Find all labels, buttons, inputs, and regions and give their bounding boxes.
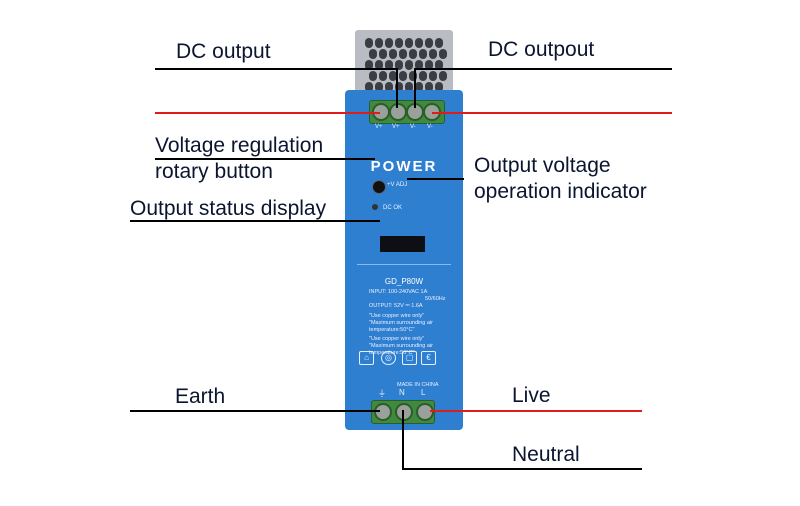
vent-slot	[405, 82, 413, 92]
live-line	[430, 410, 642, 412]
vent-slot	[435, 38, 443, 48]
house-icon: ⌂	[359, 351, 374, 365]
status-display-line	[130, 220, 380, 222]
vent-slot	[379, 71, 387, 81]
input-freq: 50/60Hz	[425, 296, 446, 302]
right-red-line	[432, 112, 672, 114]
vent-slot	[399, 49, 407, 59]
vent-slot	[395, 60, 403, 70]
output-spec: OUTPUT: 52V ⎓ 1.6A	[369, 303, 423, 309]
vent-slot	[415, 82, 423, 92]
device-body	[345, 90, 463, 430]
vent-slot	[365, 38, 373, 48]
vent-slot	[399, 71, 407, 81]
made-in-label: MADE IN CHINA	[397, 382, 439, 388]
voltage-regulation-line	[155, 158, 375, 160]
vent-slot	[369, 49, 377, 59]
vent-slot	[385, 38, 393, 48]
vent-slot	[425, 38, 433, 48]
note-line: "Maximum surrounding air	[369, 343, 434, 349]
vent-slot	[365, 82, 373, 92]
dc-output-right-drop	[414, 68, 416, 108]
vent-slot	[395, 82, 403, 92]
dc-output-right-line	[414, 68, 672, 70]
terminal-screw	[395, 403, 413, 421]
note-line: "Use copper wire only"	[369, 336, 425, 342]
neutral-terminal-label: N	[399, 388, 405, 397]
terminal-screw	[416, 403, 434, 421]
terminal-screw	[374, 403, 392, 421]
vent-slot	[419, 71, 427, 81]
neutral-label: Neutral	[512, 443, 580, 466]
vent-slot	[375, 60, 383, 70]
vent-slot	[415, 38, 423, 48]
voltage-regulation-label-2: rotary button	[155, 160, 273, 183]
vent-slot	[425, 60, 433, 70]
vent-slot	[369, 71, 377, 81]
left-red-line	[155, 112, 380, 114]
note-line: "Maximum surrounding air	[369, 320, 434, 326]
vent-slot	[415, 60, 423, 70]
dc-output-left-line	[155, 68, 398, 70]
vent-slot	[389, 71, 397, 81]
dc-ok-led	[372, 204, 378, 210]
earth-label: Earth	[175, 385, 226, 408]
dc-output-left-drop	[396, 68, 398, 108]
terminal-screw	[389, 103, 407, 121]
vent-slot	[435, 82, 443, 92]
vent-slot	[419, 49, 427, 59]
brand-label: POWER	[370, 158, 438, 175]
vent-slot	[385, 60, 393, 70]
earth-line	[130, 410, 380, 412]
status-display	[380, 236, 425, 252]
input-spec: INPUT: 100-240VAC 1A	[369, 289, 428, 295]
earth-terminal-label: ⏚	[378, 389, 386, 398]
terminal-label: V+	[375, 124, 383, 130]
terminal-label: V+	[392, 124, 400, 130]
vent-slot	[385, 82, 393, 92]
output-indicator-label-1: Output voltage	[474, 154, 611, 177]
vent-slot	[405, 38, 413, 48]
neutral-drop	[402, 410, 404, 470]
ce-mark-icon: €	[421, 351, 436, 365]
vent-slot	[375, 38, 383, 48]
divider	[357, 264, 451, 265]
note-line: "Use copper wire only"	[369, 313, 425, 319]
adjust-knob	[372, 180, 386, 194]
live-label: Live	[512, 384, 551, 407]
vent-slot	[395, 38, 403, 48]
dc-output-right-label: DC outpout	[488, 38, 595, 61]
double-insulation-icon: ▢	[402, 351, 417, 365]
vent-slot	[375, 82, 383, 92]
vent-slot	[435, 60, 443, 70]
vent-slot	[409, 49, 417, 59]
vent-slot	[429, 71, 437, 81]
vent-slot	[409, 71, 417, 81]
vent-slot	[389, 49, 397, 59]
terminal-label: V-	[427, 124, 433, 130]
vent-slot	[429, 49, 437, 59]
vent-slot	[439, 49, 447, 59]
power-supply-device: V+ V+ V- V- POWER +V ADJ DC OK GD_P80W I…	[345, 30, 463, 430]
vent-slot	[365, 60, 373, 70]
output-indicator-label-2: operation indicator	[474, 180, 647, 203]
vent-slot	[425, 82, 433, 92]
voltage-regulation-label-1: Voltage regulation	[155, 134, 324, 157]
dc-ok-label: DC OK	[383, 205, 403, 211]
live-terminal-label: L	[421, 388, 426, 397]
note-line: temperature:50°C"	[369, 327, 415, 333]
vent-slot	[379, 49, 387, 59]
indicator-line	[407, 178, 464, 180]
vent-slot	[405, 60, 413, 70]
model-label: GD_P80W	[384, 277, 424, 286]
terminal-label: V-	[410, 124, 416, 130]
dc-output-left-label: DC output	[176, 40, 271, 63]
neutral-line	[402, 468, 642, 470]
adj-label: +V ADJ	[387, 182, 408, 188]
certification-icon: ◎	[381, 351, 396, 365]
output-status-display-label: Output status display	[130, 197, 327, 220]
vent-slot	[439, 71, 447, 81]
